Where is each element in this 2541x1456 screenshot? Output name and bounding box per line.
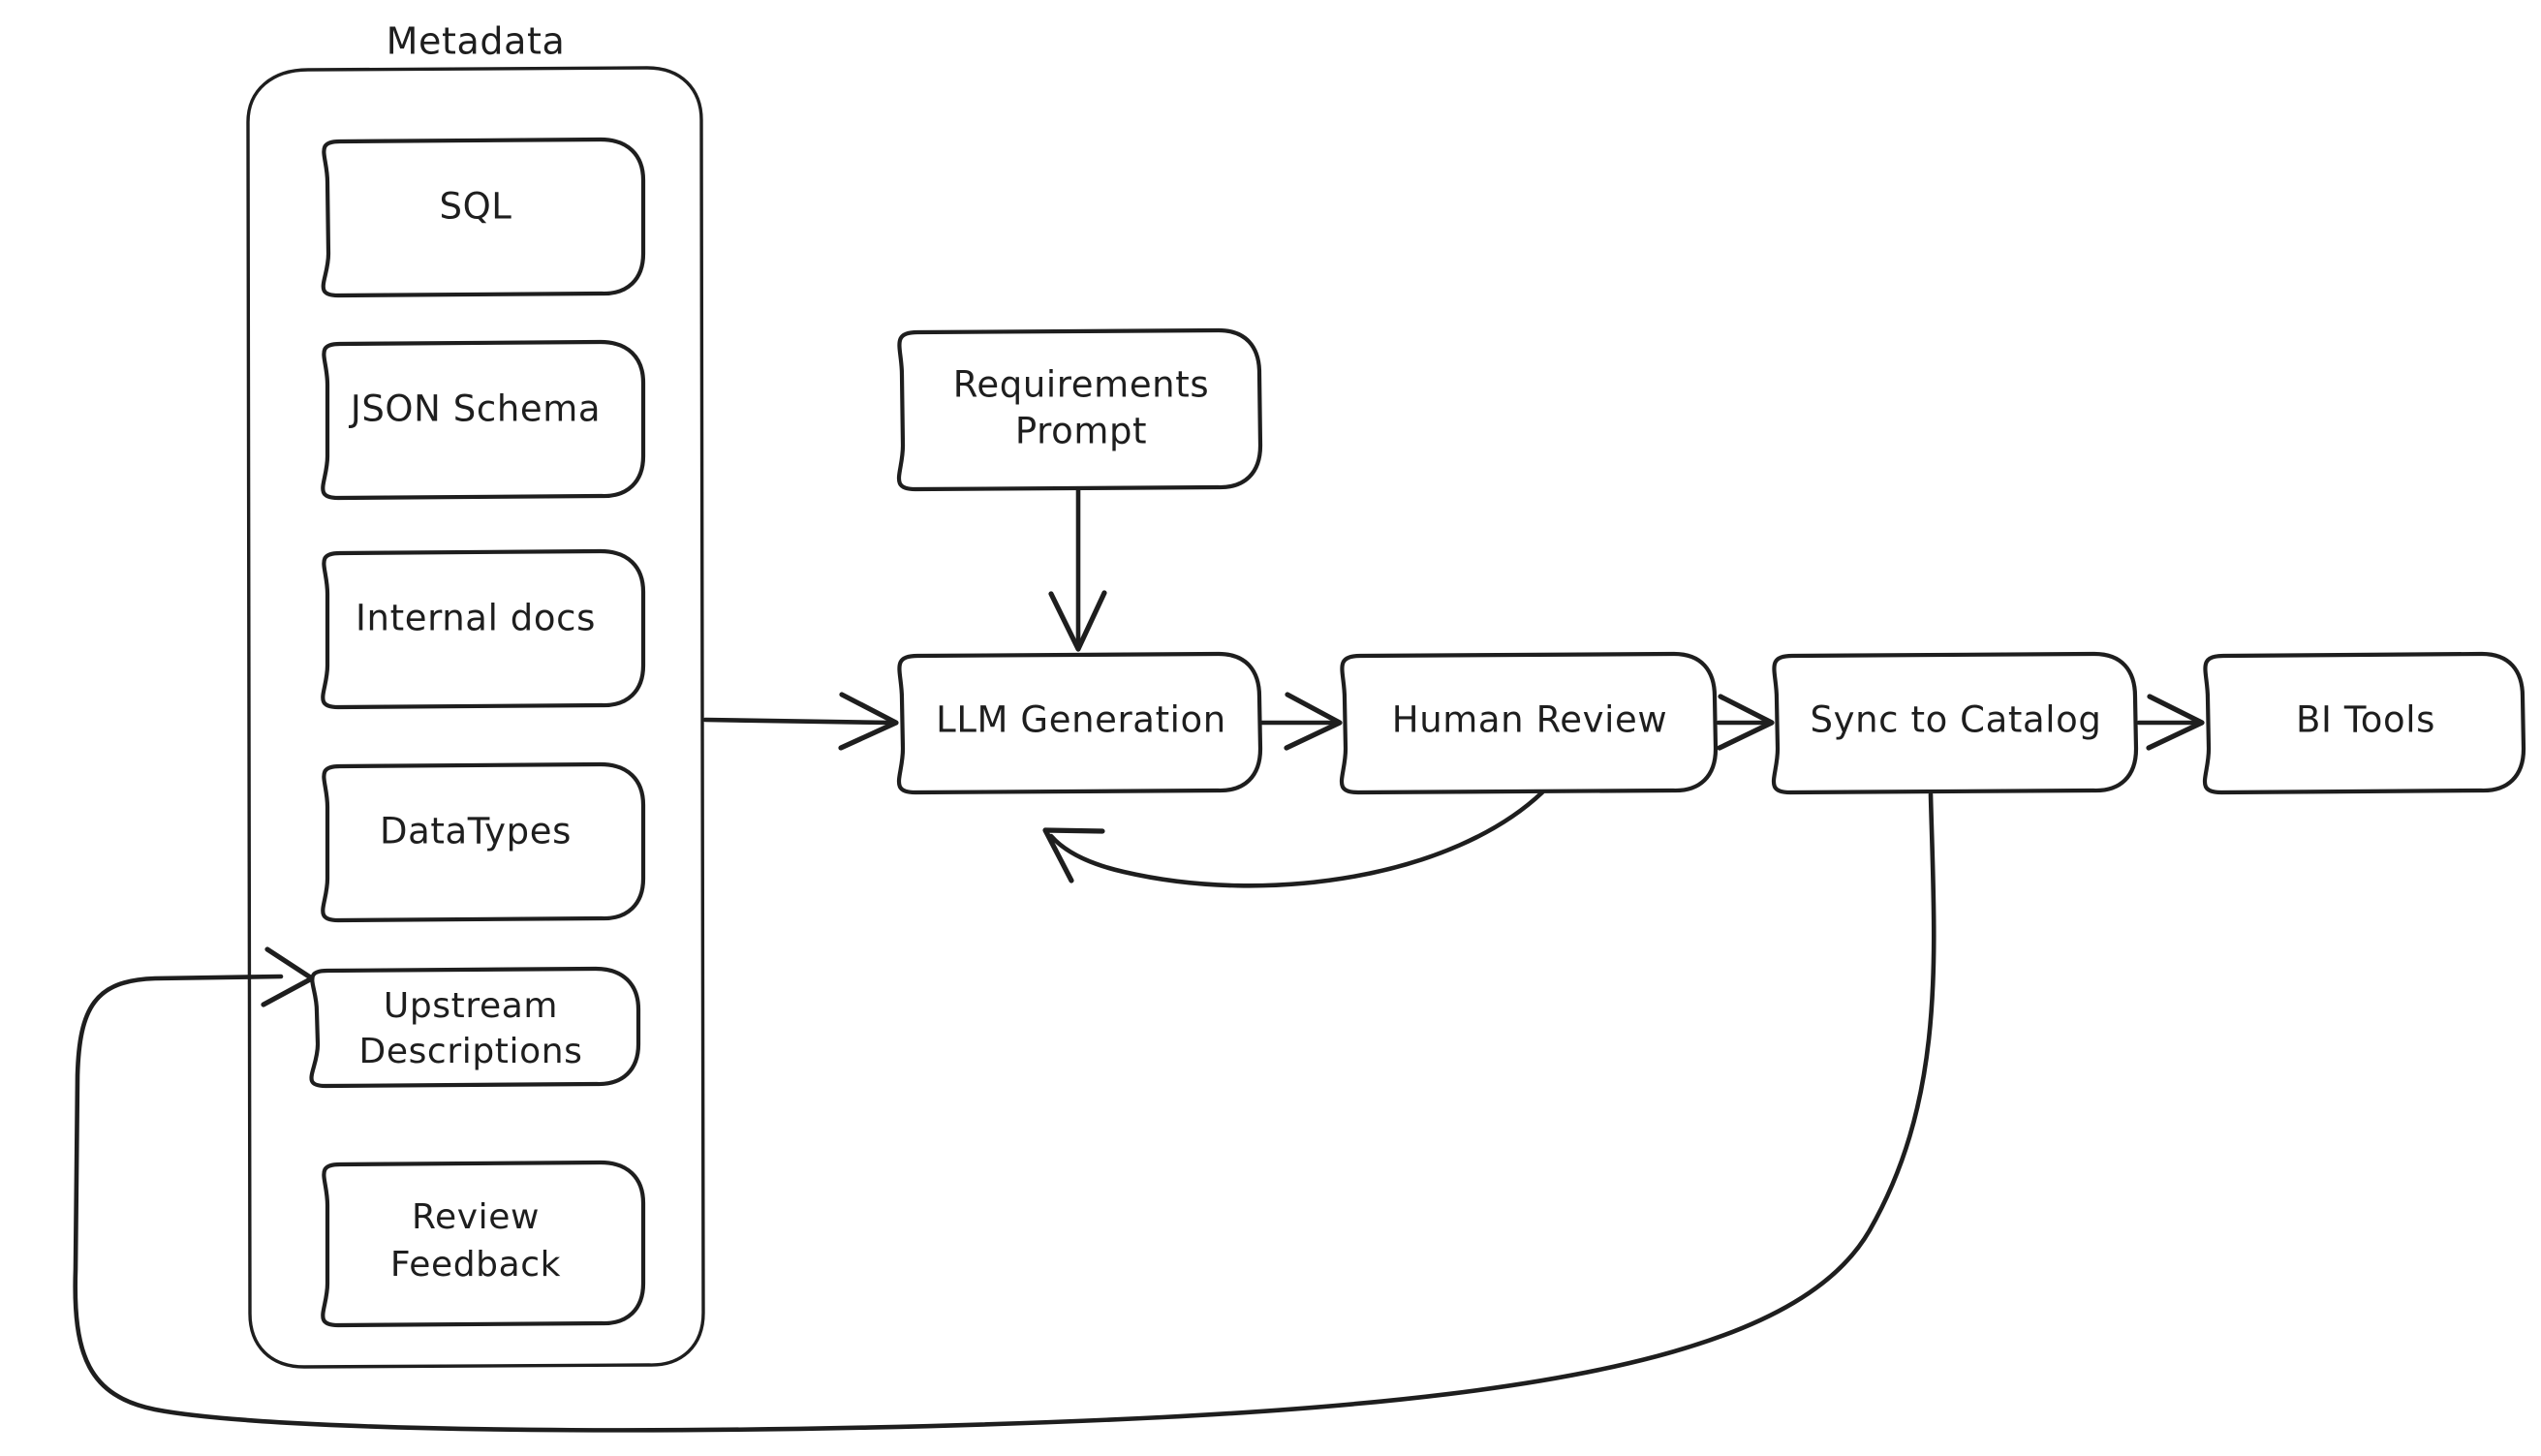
- metadata-item-internal-docs-label: Internal docs: [356, 598, 596, 639]
- metadata-item-sql[interactable]: SQL: [321, 137, 646, 298]
- edge-human-review-feedback-line: [1048, 790, 1545, 888]
- node-llm-generation-label: LLM Generation: [936, 699, 1226, 741]
- edge-llm-to-human-review[interactable]: [1259, 692, 1343, 751]
- metadata-item-datatypes-label: DataTypes: [380, 811, 572, 852]
- node-bi-tools[interactable]: BI Tools: [2202, 651, 2526, 795]
- edge-llm-to-human-review-arrowhead: [1284, 692, 1343, 751]
- metadata-item-sql-label: SQL: [439, 186, 511, 228]
- edge-sync-to-bi-tools[interactable]: [2136, 694, 2205, 751]
- metadata-item-sql-box: [321, 137, 646, 298]
- edge-human-review-feedback-to-llm[interactable]: [1042, 790, 1545, 888]
- edge-metadata-to-llm-line: [702, 717, 894, 726]
- node-sync-to-catalog[interactable]: Sync to Catalog: [1771, 651, 2139, 795]
- node-bi-tools-box: [2202, 651, 2526, 795]
- metadata-item-upstream-descriptions[interactable]: Upstream Descriptions: [309, 966, 641, 1089]
- edge-requirements-to-llm-generation[interactable]: [1048, 487, 1107, 652]
- metadata-item-upstream-descriptions-label-line1: Upstream: [384, 986, 558, 1026]
- node-human-review[interactable]: Human Review: [1339, 651, 1719, 795]
- edge-sync-to-bi-tools-arrowhead: [2146, 694, 2205, 751]
- node-requirements-prompt[interactable]: Requirements Prompt: [896, 327, 1263, 492]
- metadata-item-upstream-descriptions-box: [309, 966, 641, 1089]
- node-human-review-box: [1339, 651, 1719, 795]
- metadata-item-internal-docs-box: [321, 548, 646, 710]
- edge-metadata-to-llm-arrowhead: [838, 692, 899, 751]
- node-requirements-prompt-label-line1: Requirements: [953, 364, 1209, 406]
- edge-sync-to-upstream-descriptions-arrowhead: [261, 946, 315, 1007]
- edge-sync-to-upstream-descriptions-line: [73, 791, 1937, 1433]
- metadata-item-json-schema-box: [321, 339, 646, 501]
- edge-human-review-to-sync[interactable]: [1716, 694, 1775, 751]
- edge-sync-to-upstream-descriptions[interactable]: [73, 791, 1937, 1433]
- edge-human-review-to-sync-arrowhead: [1717, 694, 1775, 751]
- metadata-item-json-schema-label: JSON Schema: [349, 388, 601, 430]
- metadata-item-review-feedback[interactable]: Review Feedback: [321, 1160, 646, 1328]
- edge-metadata-to-llm-generation[interactable]: [702, 692, 899, 751]
- metadata-item-review-feedback-label-line2: Feedback: [390, 1245, 561, 1285]
- node-llm-generation-box: [896, 651, 1263, 795]
- metadata-group-label: Metadata: [387, 20, 566, 63]
- metadata-item-review-feedback-box: [321, 1160, 646, 1328]
- node-sync-to-catalog-box: [1771, 651, 2139, 795]
- edge-requirements-to-llm-arrowhead: [1048, 590, 1107, 652]
- node-requirements-prompt-label-line2: Prompt: [1015, 411, 1147, 452]
- node-bi-tools-label: BI Tools: [2296, 699, 2435, 741]
- metadata-item-upstream-descriptions-label-line2: Descriptions: [359, 1032, 583, 1071]
- metadata-item-json-schema[interactable]: JSON Schema: [321, 339, 646, 501]
- node-sync-to-catalog-label: Sync to Catalog: [1811, 699, 2102, 741]
- metadata-item-review-feedback-label-line1: Review: [412, 1197, 540, 1237]
- node-llm-generation[interactable]: LLM Generation: [896, 651, 1263, 795]
- edge-human-review-feedback-arrowhead: [1042, 827, 1105, 883]
- metadata-item-datatypes-box: [321, 761, 646, 923]
- metadata-item-datatypes[interactable]: DataTypes: [321, 761, 646, 923]
- node-requirements-prompt-box: [896, 327, 1263, 492]
- metadata-item-internal-docs[interactable]: Internal docs: [321, 548, 646, 710]
- node-human-review-label: Human Review: [1392, 699, 1667, 741]
